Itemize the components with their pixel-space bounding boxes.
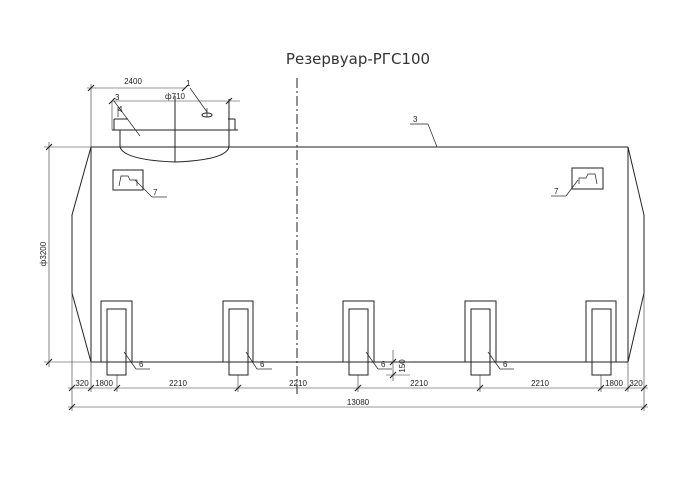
dim-dome-width: 2400 <box>87 77 189 147</box>
support-4: 6 <box>464 300 514 376</box>
dim-diameter-label: ф3200 <box>39 241 48 266</box>
dim-support-right-label: 1800 <box>605 379 623 388</box>
hatch-left: 7 <box>112 169 167 198</box>
callout-6-s2-label: 6 <box>260 360 265 369</box>
callout-3-shell-label: 3 <box>413 115 418 124</box>
callout-1: 1 <box>186 79 208 113</box>
dim-support-left-label: 1800 <box>95 379 113 388</box>
callout-6-s4-label: 6 <box>503 360 508 369</box>
hatch-right: 7 <box>551 167 604 197</box>
dim-total: 13080 <box>68 398 648 411</box>
dome <box>112 96 238 163</box>
callout-7-right-label: 7 <box>554 187 559 196</box>
drawing-title: Резервуар-РГС100 <box>286 50 430 68</box>
callout-3-dome-label: 3 <box>115 93 120 102</box>
dim-spacing-4-label: 2210 <box>531 379 549 388</box>
callout-6-s3-label: 6 <box>381 360 386 369</box>
dim-spacing-1-label: 2210 <box>169 379 187 388</box>
support-5 <box>585 300 617 376</box>
support-1: 6 <box>100 300 150 376</box>
right-end-cap <box>627 146 645 363</box>
callout-3-shell: 3 <box>410 115 438 148</box>
callout-7-left-label: 7 <box>153 188 158 197</box>
dim-leg-height: 150 <box>386 350 410 381</box>
tank-body <box>90 146 629 363</box>
dim-nozzle: ф710 <box>108 92 240 130</box>
dim-nozzle-label: ф710 <box>165 92 185 101</box>
support-3: 6 <box>342 300 392 376</box>
callout-3-dome: 3 <box>113 93 141 137</box>
callout-4: 4 <box>118 105 123 114</box>
dim-end-left-label: 320 <box>75 379 89 388</box>
callout-1-label: 1 <box>186 79 191 88</box>
dim-chain: 320 1800 2210 2210 2210 2210 1800 320 <box>68 293 648 411</box>
dim-dome-width-label: 2400 <box>124 77 142 86</box>
dim-spacing-2-label: 2210 <box>289 379 307 388</box>
dim-total-label: 13080 <box>347 398 370 407</box>
dim-diameter: ф3200 <box>39 142 91 367</box>
callout-6-s1-label: 6 <box>139 360 144 369</box>
dim-end-right-label: 320 <box>629 379 643 388</box>
dim-spacing-3-label: 2210 <box>410 379 428 388</box>
left-end-cap <box>71 146 92 363</box>
callout-4-label: 4 <box>118 105 123 114</box>
dim-leg-height-label: 150 <box>398 359 407 373</box>
support-2: 6 <box>222 300 272 376</box>
